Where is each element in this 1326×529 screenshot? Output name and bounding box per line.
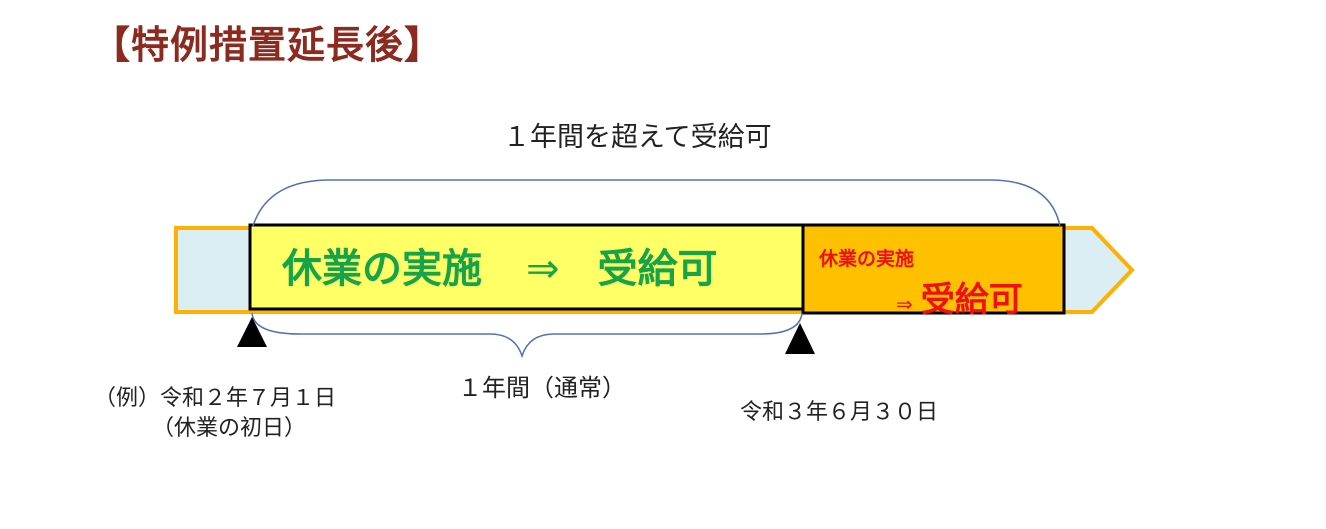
- end-marker-triangle: [785, 323, 815, 354]
- extended-period-arrow: ⇒: [896, 292, 913, 316]
- top-brace: [252, 179, 1061, 227]
- end-date: 令和３年６月３０日: [740, 400, 939, 425]
- start-date: （例）令和２年７月１日: [94, 386, 337, 411]
- extended-period-result: 受給可: [920, 280, 1023, 320]
- extended-period-label: １年間を超えて受給可: [503, 122, 772, 153]
- extended-period-box: [801, 223, 1066, 315]
- normal-period-action: 休業の実施: [282, 246, 482, 292]
- extended-period-action: 休業の実施: [819, 248, 915, 270]
- normal-period-label: １年間（通常）: [458, 374, 626, 402]
- normal-period-result: 受給可: [597, 246, 718, 292]
- start-marker-triangle: [237, 317, 267, 347]
- start-date-note: （休業の初日）: [152, 416, 307, 441]
- bottom-brace: [251, 312, 803, 359]
- extended-period-result-line: ⇒ 受給可: [896, 272, 1023, 321]
- page-title: 【特例措置延長後】: [92, 23, 444, 67]
- normal-period-arrow: ⇒: [526, 246, 560, 292]
- normal-period-text: 休業の実施 ⇒ 受給可: [282, 236, 718, 294]
